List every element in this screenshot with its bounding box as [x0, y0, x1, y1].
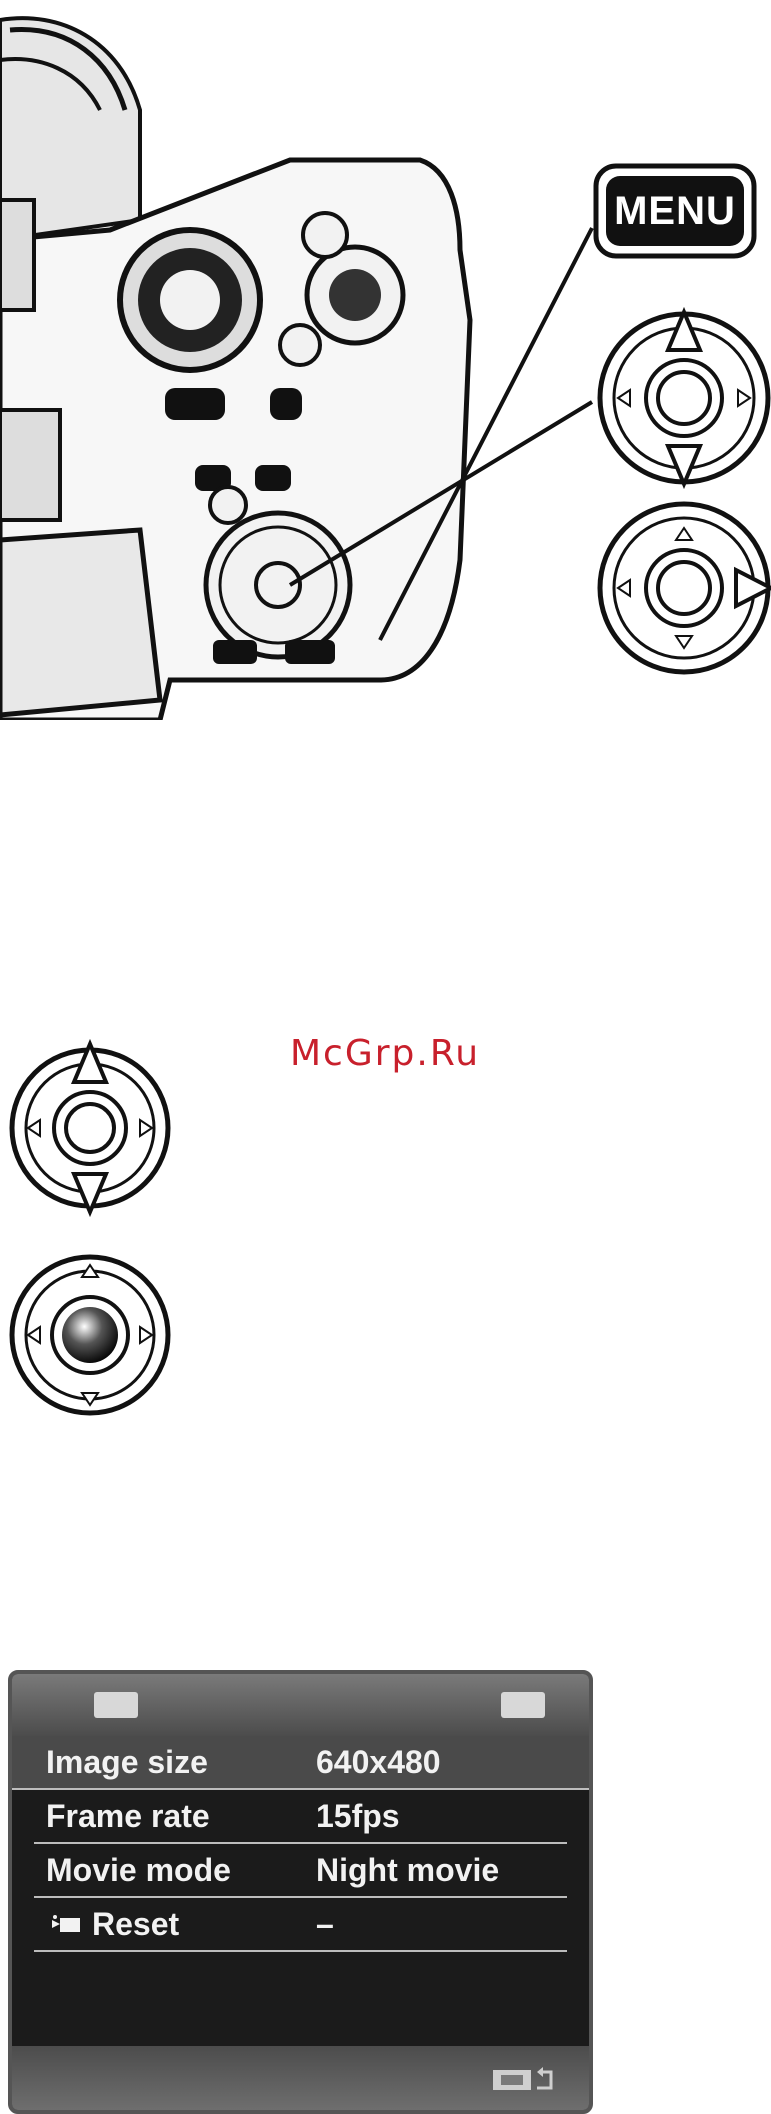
controller-center-press-icon: [8, 1245, 178, 1425]
menu-rows: Image size 640x480 Frame rate 15fps Movi…: [12, 1736, 589, 1952]
movie-tab-icon[interactable]: [94, 1692, 138, 1718]
menu-row-label: Movie mode: [46, 1852, 231, 1889]
menu-row-label: Image size: [46, 1744, 208, 1781]
menu-button-label: MENU: [614, 189, 736, 234]
menu-tab-bar: [12, 1674, 589, 1736]
movie-camera-icon: [52, 1914, 82, 1936]
menu-row-label: Frame rate: [46, 1798, 210, 1835]
menu-button-icon: MENU: [606, 176, 744, 246]
controller-updown-icon: [8, 1038, 178, 1218]
controller-updown-icon-top: [600, 312, 768, 484]
menu-row-reset[interactable]: Reset –: [34, 1898, 567, 1952]
movie-menu-screen: Image size 640x480 Frame rate 15fps Movi…: [8, 1670, 593, 2114]
menu-row-frame-rate[interactable]: Frame rate 15fps: [34, 1790, 567, 1844]
setup-tab-icon[interactable]: [501, 1692, 545, 1718]
menu-row-value: 640x480: [316, 1744, 441, 1781]
menu-row-movie-mode[interactable]: Movie mode Night movie: [34, 1844, 567, 1898]
watermark: McGrp.Ru: [290, 1033, 480, 1074]
menu-row-value: –: [316, 1906, 334, 1943]
menu-row-value: Night movie: [316, 1852, 499, 1889]
menu-row-value: 15fps: [316, 1798, 400, 1835]
camera-back-drawing: [0, 0, 771, 720]
menu-row-label: Reset: [92, 1906, 179, 1943]
controller-right-icon: [600, 504, 771, 672]
menu-bottom-bar: [12, 2046, 589, 2110]
return-icon[interactable]: [493, 2064, 555, 2094]
camera-illustration: MENU: [0, 0, 771, 720]
menu-row-image-size[interactable]: Image size 640x480: [12, 1736, 589, 1790]
